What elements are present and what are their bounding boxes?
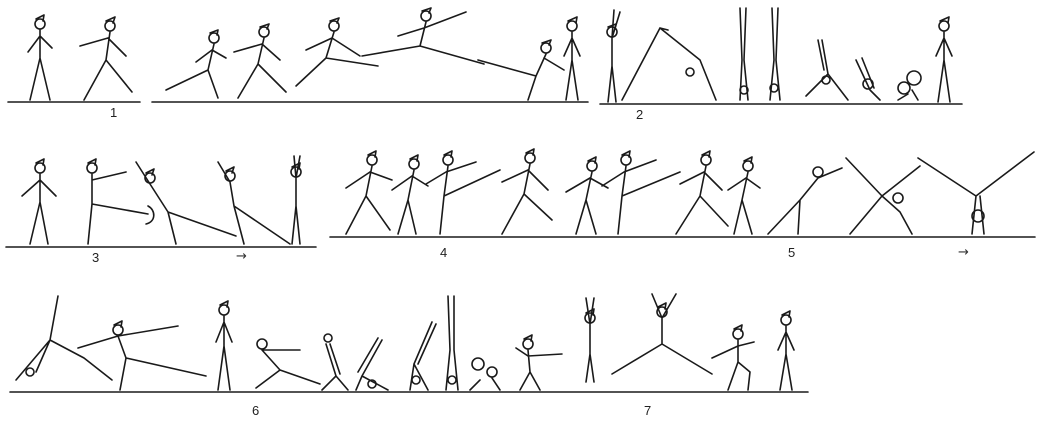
figure-arms-up xyxy=(607,10,620,102)
sequence-label-4: 4 xyxy=(440,246,447,259)
figure-standing-3 xyxy=(22,159,56,244)
figure-landing-squat xyxy=(712,325,754,390)
figure-roll-down xyxy=(806,40,848,100)
figure-kick-4f xyxy=(602,151,680,234)
figure-handstand-6 xyxy=(446,296,458,390)
figure-step-4a xyxy=(346,151,392,234)
sequence-label-2: 2 xyxy=(636,108,643,121)
sequence-label-1: 1 xyxy=(110,106,117,119)
figure-back-lever xyxy=(256,339,320,388)
figure-standing xyxy=(28,15,52,100)
figure-back-roll-1 xyxy=(356,338,388,390)
direction-arrow-icon: → xyxy=(236,250,247,263)
figure-run-1 xyxy=(166,30,226,98)
figure-handstand-2 xyxy=(770,8,780,100)
figure-lunge xyxy=(296,18,378,86)
figure-cartwheel-mid xyxy=(846,158,920,234)
sequence-label-6: 6 xyxy=(252,404,259,417)
figure-walkover xyxy=(16,296,112,380)
figure-rise-6 xyxy=(516,335,562,390)
figure-back-roll-2 xyxy=(410,322,436,390)
figure-arms-up-3 xyxy=(291,156,301,244)
figure-standing-end-1 xyxy=(564,17,580,100)
figure-cartwheel-inverted xyxy=(918,152,1034,234)
figure-step-4g xyxy=(676,151,728,234)
figure-step-4d xyxy=(502,149,552,234)
figure-standing-6 xyxy=(216,301,232,390)
figure-step-4h xyxy=(728,157,760,234)
figure-forward-roll xyxy=(856,58,880,100)
sequence-label-7: 7 xyxy=(644,404,651,417)
figure-cartwheel-start xyxy=(768,167,842,234)
figure-standing-end-2 xyxy=(936,17,952,102)
figure-arabesque-landing xyxy=(478,40,564,100)
figure-tuck xyxy=(898,71,921,100)
figure-pike-rise xyxy=(322,334,348,390)
figure-split-leap xyxy=(362,8,484,64)
figure-step-4b xyxy=(392,155,428,234)
figure-scale xyxy=(78,321,206,390)
sequence-label-5: 5 xyxy=(788,246,795,259)
direction-arrow-icon: → xyxy=(958,246,969,259)
figure-straddle-jump xyxy=(612,294,712,374)
figure-jump-arms-up xyxy=(585,298,595,382)
figure-standing-end-7 xyxy=(778,311,794,390)
figure-kick-4c xyxy=(426,151,500,234)
sequence-label-3: 3 xyxy=(92,251,99,264)
figure-lean-2 xyxy=(218,162,290,244)
figure-step-4e xyxy=(566,157,608,234)
figure-run-2 xyxy=(234,24,286,98)
figure-leg-swing xyxy=(87,159,154,244)
figure-walking xyxy=(80,17,132,100)
figure-handstand-1 xyxy=(740,8,748,100)
figure-crouch-6 xyxy=(470,358,500,390)
figure-lever-to-handstand xyxy=(622,28,716,100)
figure-lean-1 xyxy=(136,162,236,244)
